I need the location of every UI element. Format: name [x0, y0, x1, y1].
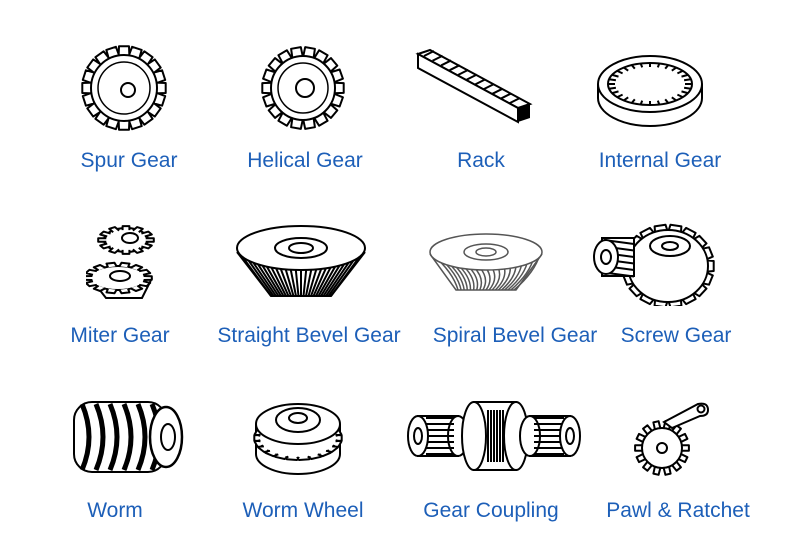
- screw-gear-label: Screw Gear: [620, 324, 732, 347]
- helical-gear-label: Helical Gear: [247, 149, 363, 172]
- spur-gear-icon: [78, 42, 170, 134]
- straight-bevel-gear-icon: [231, 214, 371, 304]
- spur-gear-label: Spur Gear: [80, 149, 178, 172]
- rack-icon: [414, 46, 534, 130]
- internal-gear-label: Internal Gear: [598, 149, 722, 172]
- screw-gear-icon: [590, 216, 722, 306]
- worm-wheel-icon: [250, 398, 346, 480]
- miter-gear-label: Miter Gear: [70, 324, 170, 347]
- pawl-ratchet-label: Pawl & Ratchet: [606, 499, 750, 522]
- gear-coupling-icon: [404, 396, 584, 476]
- spiral-bevel-gear-icon: [426, 224, 546, 298]
- gear-coupling-label: Gear Coupling: [423, 499, 559, 522]
- worm-wheel-label: Worm Wheel: [242, 499, 364, 522]
- miter-gear-icon: [86, 216, 162, 304]
- straight-bevel-gear-label: Straight Bevel Gear: [217, 324, 401, 347]
- helical-gear-icon: [257, 42, 349, 134]
- worm-label: Worm: [87, 499, 143, 522]
- spiral-bevel-gear-label: Spiral Bevel Gear: [432, 324, 598, 347]
- rack-label: Rack: [457, 149, 505, 172]
- internal-gear-icon: [590, 46, 710, 130]
- worm-icon: [56, 394, 188, 480]
- pawl-ratchet-icon: [628, 398, 718, 480]
